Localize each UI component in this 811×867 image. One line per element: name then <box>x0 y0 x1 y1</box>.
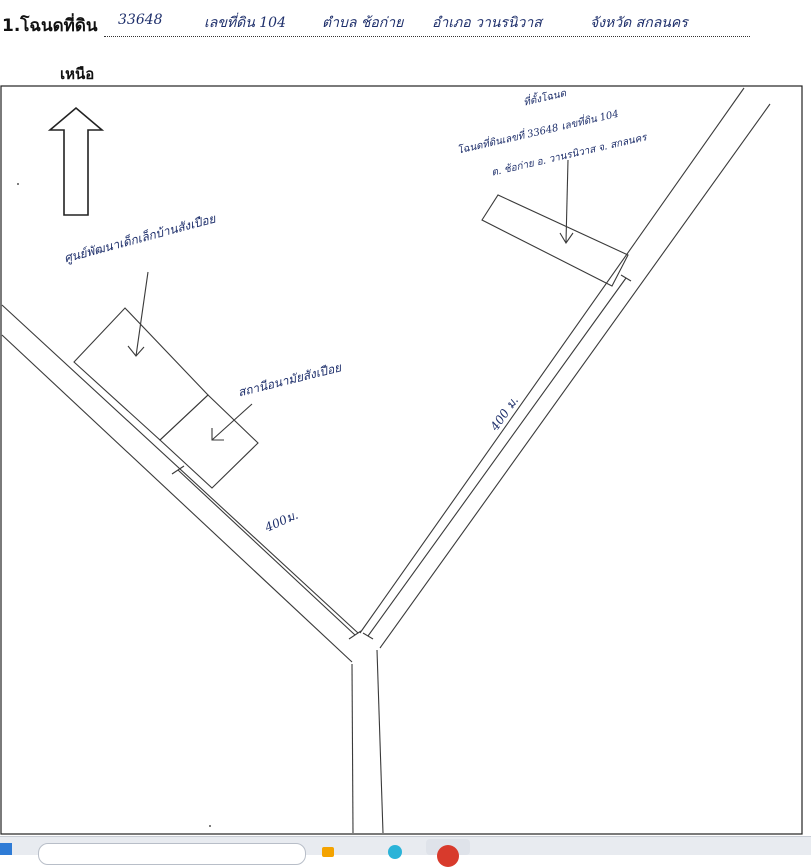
childcare-pointer-arrowhead <box>127 345 145 357</box>
right-road-edge-left <box>359 87 745 634</box>
deed-header-label: 1.โฉนดที่ดิน <box>2 16 98 36</box>
parcel-pointer-arrowhead <box>559 232 574 245</box>
speck-mark <box>17 183 19 185</box>
edge-icon[interactable] <box>388 845 402 859</box>
subdistrict-handwriting: ตำบล ช้อก่าย <box>322 15 404 31</box>
health-station-building <box>159 394 259 489</box>
right-road-edge-right <box>379 103 771 649</box>
active-app-tab[interactable] <box>426 839 470 867</box>
left-road-edge-bottom <box>1 334 353 663</box>
health-pointer-line <box>211 403 253 441</box>
deed-header-field <box>104 14 750 37</box>
childcare-pointer-line <box>135 271 149 357</box>
windows-icon[interactable] <box>0 843 12 855</box>
deed-number-handwriting: 33648 <box>118 12 163 28</box>
right-dimension-line <box>367 277 627 637</box>
south-road-edge-right <box>376 649 384 834</box>
left-dimension-tick-b <box>348 630 362 640</box>
parcel-pointer-line <box>565 159 569 243</box>
left-dimension-line <box>177 469 356 636</box>
south-road-edge-left <box>351 663 354 834</box>
chrome-icon <box>437 845 459 867</box>
north-label: เหนือ <box>60 65 95 83</box>
province-handwriting: จังหวัด สกลนคร <box>590 15 688 31</box>
right-dimension-tick-a <box>620 274 632 282</box>
parcel-rectangle <box>481 194 629 287</box>
right-dimension-tick-b <box>362 632 374 640</box>
district-handwriting: อำเภอ วานรนิวาส <box>432 15 542 31</box>
taskbar <box>0 836 811 867</box>
health-pointer-arrowhead <box>211 428 224 441</box>
childcare-center-building <box>73 307 209 441</box>
speck-mark <box>209 825 211 827</box>
left-dimension-tick-a <box>171 465 185 475</box>
north-arrow-icon <box>47 106 105 216</box>
taskbar-search-box[interactable] <box>38 843 306 865</box>
map-frame <box>0 85 803 835</box>
land-number-handwriting: เลขที่ดิน 104 <box>204 15 286 31</box>
folder-icon[interactable] <box>322 847 334 857</box>
